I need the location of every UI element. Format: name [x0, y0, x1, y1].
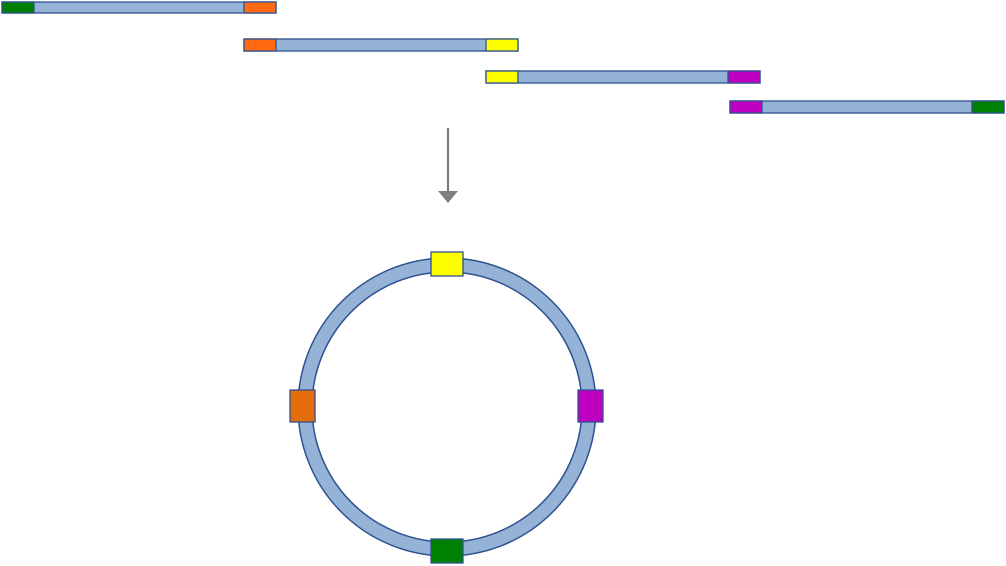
fragment-4-left-end: [729, 100, 763, 114]
circular-backbone-inner: [311, 271, 583, 543]
fragment-1: [1, 1, 277, 14]
fragment-1-right-end: [243, 1, 277, 14]
fragment-4: [729, 100, 1005, 114]
fragment-2-backbone: [243, 38, 519, 52]
fragment-4-right-end: [971, 100, 1005, 114]
fragment-4-backbone: [729, 100, 1005, 114]
junction-right: [577, 389, 604, 423]
fragment-2-right-end: [485, 38, 519, 52]
junction-left: [289, 389, 316, 423]
junction-bottom: [430, 538, 464, 564]
fragment-2: [243, 38, 519, 52]
fragment-3: [485, 70, 761, 84]
down-arrow: [438, 128, 458, 203]
fragment-3-backbone: [485, 70, 761, 84]
junction-top: [430, 251, 464, 277]
fragment-3-left-end: [485, 70, 519, 84]
down-arrow-head: [438, 191, 458, 203]
fragment-3-right-end: [727, 70, 761, 84]
fragment-1-left-end: [1, 1, 35, 14]
fragment-1-backbone: [1, 1, 277, 14]
circular-assembly: [289, 251, 604, 564]
fragment-2-left-end: [243, 38, 277, 52]
